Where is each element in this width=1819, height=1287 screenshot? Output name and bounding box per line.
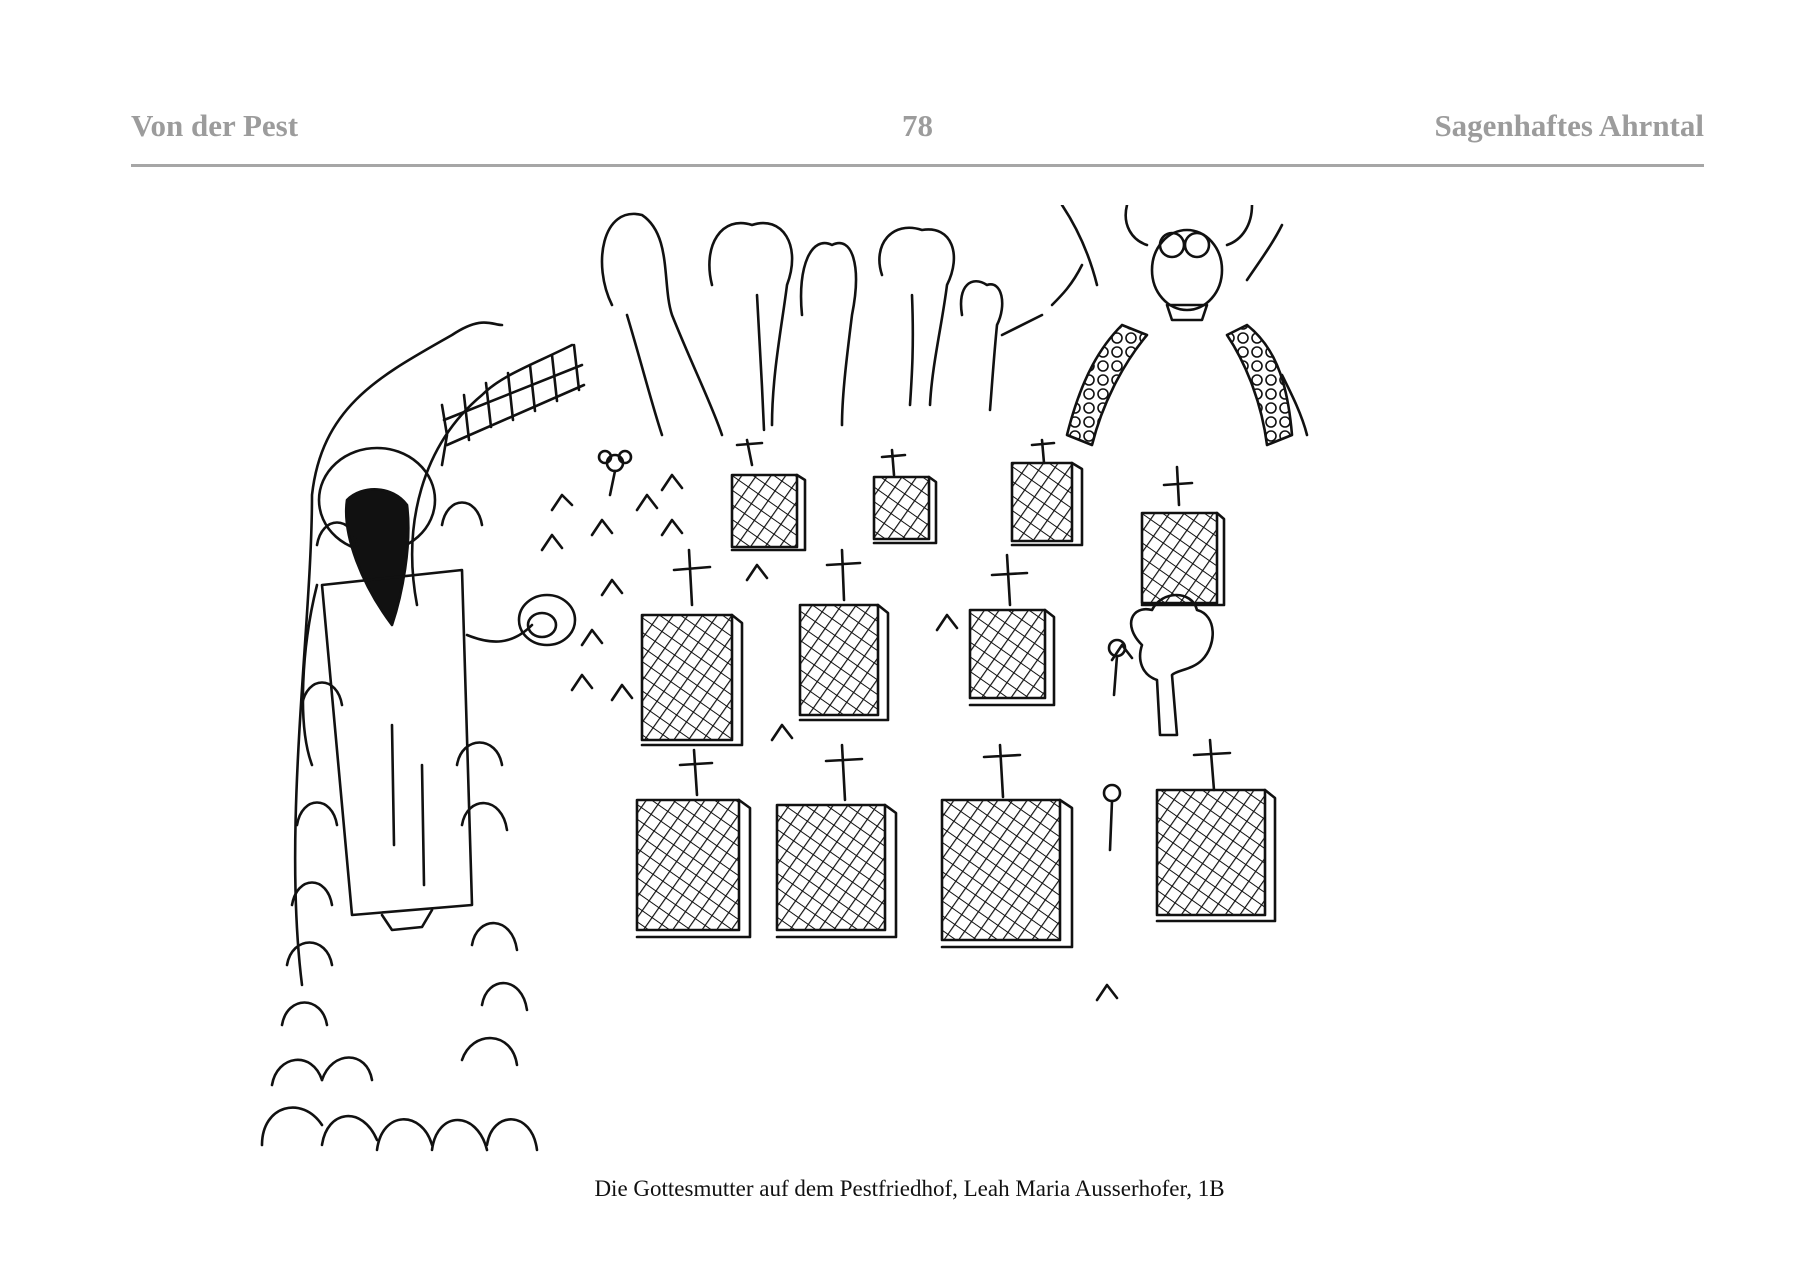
grave (970, 555, 1054, 705)
path-outline (295, 323, 572, 986)
grass-and-flowers (542, 451, 1132, 1000)
graves (637, 440, 1275, 947)
grave (642, 550, 742, 745)
header-rule (131, 164, 1704, 167)
grave (1142, 467, 1224, 605)
grave (1012, 440, 1082, 545)
figure-caption: Die Gottesmutter auf dem Pestfriedhof, L… (594, 1176, 1225, 1201)
book-title: Sagenhaftes Ahrntal (1434, 108, 1704, 143)
grave (1157, 740, 1275, 921)
illustration-graveyard-drawing (242, 205, 1510, 1173)
trees (602, 214, 1002, 435)
devil-figure (1002, 205, 1307, 445)
chapter-title: Von der Pest (131, 108, 299, 143)
page-number: 78 (902, 108, 933, 143)
running-header: Von der Pest 78 Sagenhaftes Ahrntal (131, 108, 1704, 152)
cobblestones (262, 503, 537, 1151)
fence (442, 345, 584, 465)
grave (637, 750, 750, 937)
small-tree (1131, 595, 1213, 735)
grave (874, 450, 936, 543)
grave (942, 745, 1072, 947)
grave (777, 745, 896, 937)
madonna-figure (303, 448, 575, 930)
grave (732, 440, 805, 550)
grave (800, 550, 888, 720)
